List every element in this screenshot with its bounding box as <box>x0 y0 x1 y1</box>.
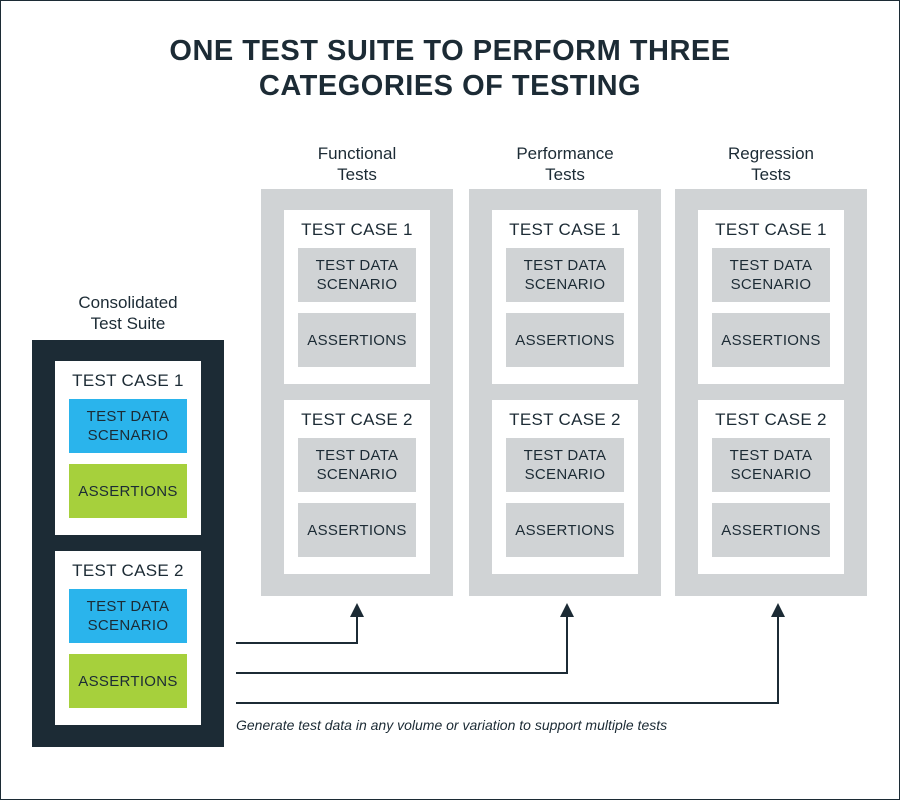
test-case-title: TEST CASE 1 <box>301 220 413 239</box>
title-line-2: CATEGORIES OF TESTING <box>258 70 642 102</box>
test-case-title: TEST CASE 1 <box>509 220 621 239</box>
test-case-title: TEST CASE 2 <box>509 410 621 429</box>
consolidated-suite-label: Consolidated Test Suite <box>32 292 224 334</box>
assertions-block: ASSERTIONS <box>298 313 416 367</box>
assertions-block: ASSERTIONS <box>712 503 830 557</box>
test-case-title: TEST CASE 2 <box>72 561 184 580</box>
arrowhead-performance <box>560 603 574 617</box>
title-line-1: ONE TEST SUITE TO PERFORM THREE <box>169 35 731 67</box>
assertions-block: ASSERTIONS <box>506 313 624 367</box>
functional-tests-label: Functional Tests <box>261 143 453 185</box>
arrow-to-regression <box>236 616 779 704</box>
regression-tests-label: Regression Tests <box>675 143 867 185</box>
arrowhead-regression <box>771 603 785 617</box>
assertions-block: ASSERTIONS <box>69 654 187 708</box>
test-case-title: TEST CASE 1 <box>715 220 827 239</box>
test-case-title: TEST CASE 2 <box>301 410 413 429</box>
arrow-to-functional <box>236 616 358 644</box>
regression-label-line-1: Regression <box>728 144 814 163</box>
performance-tests-label: Performance Tests <box>469 143 661 185</box>
assertions-block: ASSERTIONS <box>69 464 187 518</box>
caption-text: Generate test data in any volume or vari… <box>236 717 668 733</box>
functional-label-line-2: Tests <box>337 165 377 184</box>
test-case-title: TEST CASE 1 <box>72 371 184 390</box>
test-case-title: TEST CASE 2 <box>715 410 827 429</box>
diagram-title: ONE TEST SUITE TO PERFORM THREE CATEGORI… <box>0 34 900 104</box>
assertions-block: ASSERTIONS <box>298 503 416 557</box>
regression-label-line-2: Tests <box>751 165 791 184</box>
assertions-block: ASSERTIONS <box>506 503 624 557</box>
assertions-block: ASSERTIONS <box>712 313 830 367</box>
consolidated-label-line-2: Test Suite <box>90 314 166 333</box>
consolidated-label-line-1: Consolidated <box>78 293 178 312</box>
performance-label-line-1: Performance <box>516 144 614 163</box>
arrow-to-performance <box>236 616 568 674</box>
functional-label-line-1: Functional <box>317 144 397 163</box>
arrowhead-functional <box>350 603 364 617</box>
performance-label-line-2: Tests <box>545 165 585 184</box>
